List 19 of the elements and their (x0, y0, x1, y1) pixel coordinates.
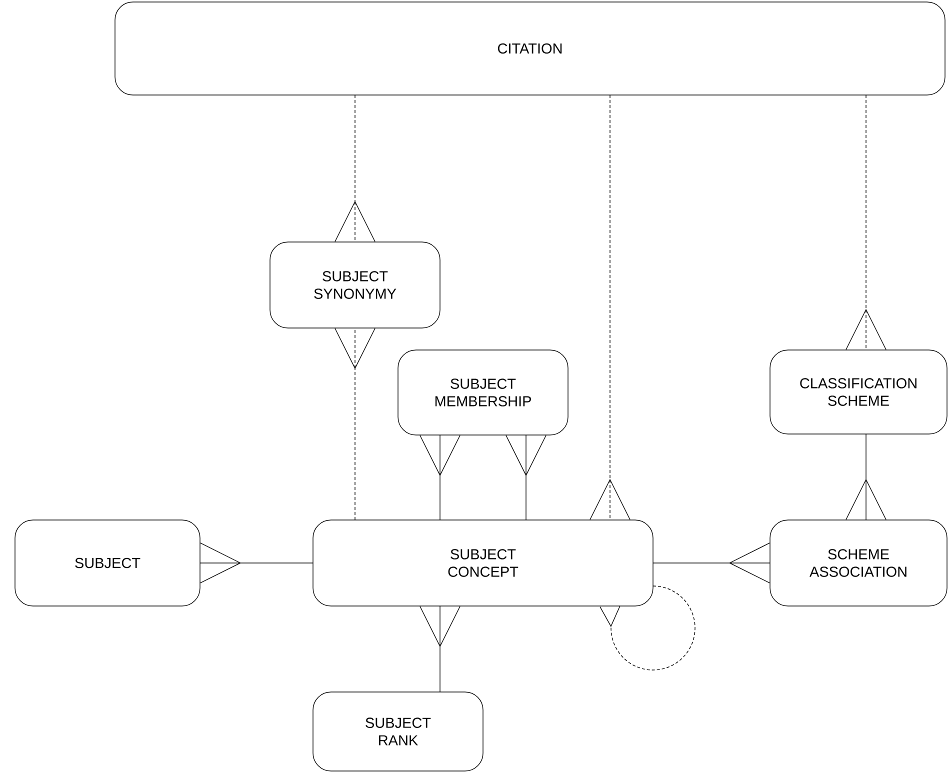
entity-box: SUBJECT SYNONYMY (270, 242, 440, 328)
relationship-line (846, 434, 886, 520)
entity-box: SUBJECT (14, 520, 200, 606)
relationship-line (846, 94, 886, 350)
relationship-line (200, 542, 314, 584)
relationship-line (506, 434, 546, 520)
relationship-line (334, 328, 376, 520)
entity-box: SUBJECT MEMBERSHIP (398, 350, 568, 436)
relationship-line (334, 94, 376, 242)
entity-box: CLASSIFICATION SCHEME (770, 350, 948, 434)
entity-box: SUBJECT RANK (312, 692, 484, 772)
entity-box: CITATION (114, 2, 946, 96)
relationship-line (590, 94, 630, 520)
relationship-line (420, 434, 460, 520)
relationship-line (420, 606, 460, 692)
entity-box: SCHEME ASSOCIATION (770, 520, 948, 606)
relationship-line (652, 542, 770, 584)
entity-box: SUBJECT CONCEPT (312, 520, 654, 606)
relationship-line (600, 586, 696, 670)
